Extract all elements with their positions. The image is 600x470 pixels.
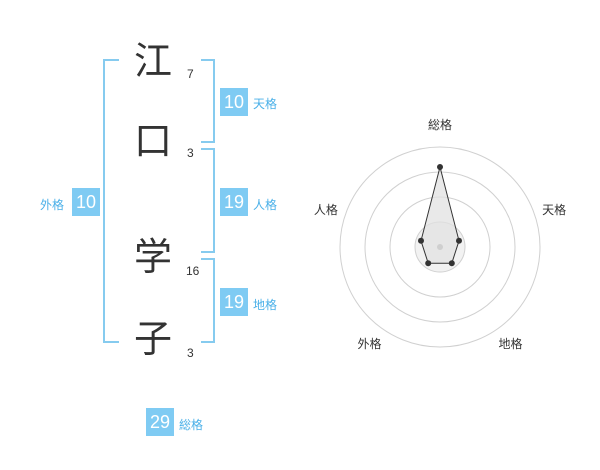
name-char-1: 江 bbox=[133, 39, 172, 83]
radar-label-4: 人格 bbox=[314, 202, 338, 217]
name-char-4: 子 bbox=[133, 317, 172, 361]
radar-label-2: 地格 bbox=[498, 336, 522, 351]
gaikaku-bracket bbox=[103, 59, 119, 343]
radar-point-1 bbox=[456, 237, 462, 244]
radar-area bbox=[420, 166, 460, 264]
jinkaku-label: 人格 bbox=[253, 198, 278, 212]
tenkaku-label: 天格 bbox=[253, 97, 278, 111]
radar-points bbox=[418, 164, 462, 267]
jinkaku-bracket bbox=[201, 148, 215, 253]
radar-point-0 bbox=[437, 164, 443, 170]
chikaku-value-badge: 19 bbox=[220, 288, 248, 316]
chikaku-label: 地格 bbox=[253, 298, 278, 312]
radar-label-3: 外格 bbox=[357, 336, 381, 351]
radar-point-2 bbox=[448, 260, 455, 267]
soukaku-value-badge: 29 bbox=[146, 408, 174, 436]
radar-point-4 bbox=[418, 237, 424, 244]
radar-label-1: 天格 bbox=[542, 202, 566, 217]
tenkaku-bracket bbox=[201, 59, 215, 143]
stroke-count-3: 16 bbox=[186, 264, 200, 278]
tenkaku-value-badge: 10 bbox=[220, 88, 248, 116]
radar-center-point bbox=[437, 244, 443, 250]
gaikaku-value-badge: 10 bbox=[72, 188, 100, 216]
chikaku-bracket bbox=[201, 258, 215, 343]
name-char-3: 学 bbox=[133, 235, 172, 279]
radar-point-3 bbox=[425, 260, 432, 267]
gaikaku-label: 外格 bbox=[40, 198, 65, 212]
stroke-count-2: 3 bbox=[187, 146, 194, 160]
radar-ring bbox=[339, 146, 541, 348]
radar-label-0: 総格 bbox=[428, 117, 452, 132]
stroke-count-1: 7 bbox=[187, 67, 194, 81]
stroke-count-4: 3 bbox=[187, 346, 194, 360]
soukaku-label: 総格 bbox=[179, 418, 204, 432]
jinkaku-value-badge: 19 bbox=[220, 188, 248, 216]
name-char-2: 口 bbox=[133, 119, 172, 163]
